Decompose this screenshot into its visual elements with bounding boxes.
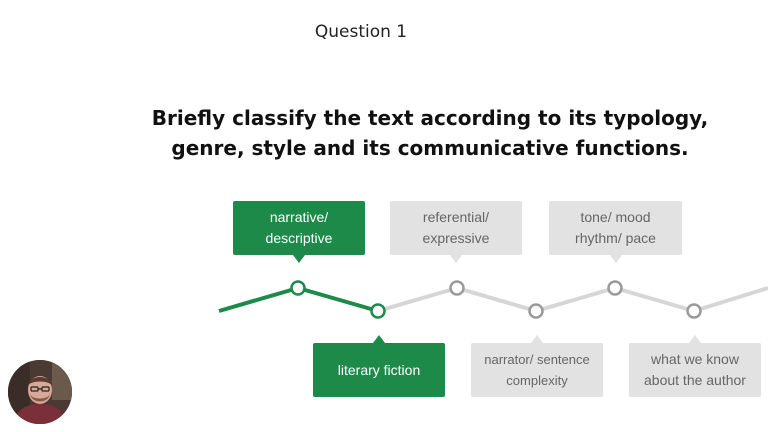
timeline-diagram: narrative/ descriptive referential/ expr… (0, 190, 768, 432)
timeline-inactive-segment (377, 286, 768, 313)
callout-line: expressive (422, 230, 490, 246)
callout-line: what we know (651, 351, 739, 367)
timeline-node-3 (449, 280, 465, 296)
callout-line: referential/ (422, 209, 490, 225)
question-label: Question 1 (314, 22, 408, 42)
callout-narrative-descriptive: narrative/ descriptive (233, 201, 365, 263)
slide-heading: Briefly classify the text according to i… (150, 103, 710, 163)
heading-line-2: genre, style and its communicative funct… (171, 136, 689, 160)
presenter-avatar (8, 360, 72, 424)
callout-author: what we know about the author (629, 335, 761, 397)
callout-line: rhythm/ pace (575, 230, 656, 246)
heading-line-1: Briefly classify the text according to i… (151, 106, 709, 130)
timeline-node-5 (607, 280, 623, 296)
timeline-node-4 (528, 303, 544, 319)
callout-referential-expressive: referential/ expressive (390, 201, 522, 263)
timeline-node-1 (290, 280, 306, 296)
callout-line: narrator/ sentence (484, 352, 590, 367)
callout-line: tone/ mood (580, 209, 651, 225)
timeline-node-2 (370, 303, 386, 319)
callout-line: descriptive (265, 230, 333, 246)
presenter-icon (8, 360, 72, 424)
callout-literary-fiction: literary fiction (313, 335, 445, 397)
callout-tone-rhythm: tone/ mood rhythm/ pace (549, 201, 682, 263)
callout-line: narrative/ (269, 209, 329, 225)
callout-narrator-complexity: narrator/ sentence complexity (471, 335, 603, 397)
timeline-node-6 (686, 303, 702, 319)
callout-line: about the author (644, 372, 746, 388)
callout-line: literary fiction (337, 361, 421, 378)
callout-line: complexity (506, 373, 568, 388)
timeline-line (218, 280, 768, 319)
